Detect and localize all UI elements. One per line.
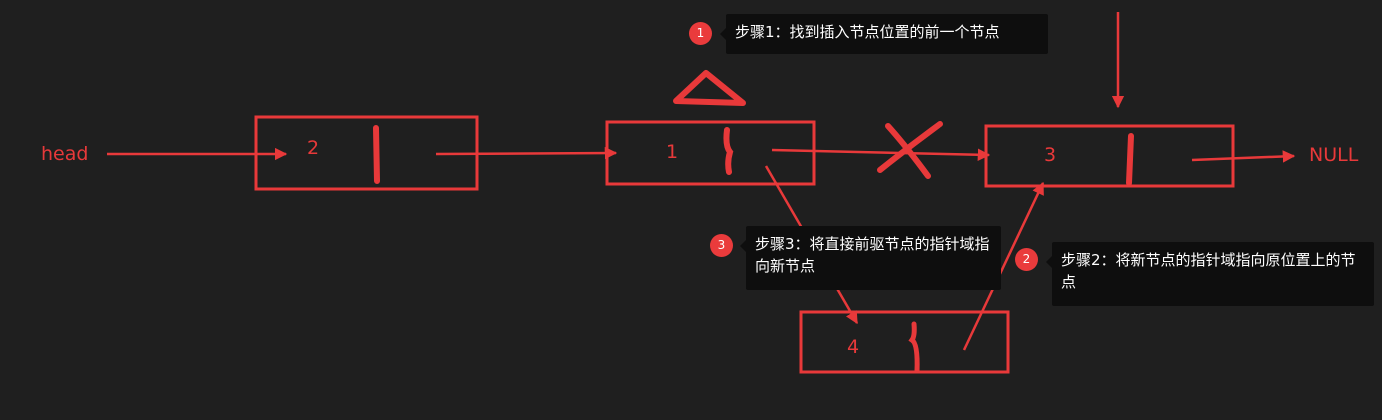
null-label: NULL [1309, 144, 1359, 166]
node-2-divider [373, 125, 380, 184]
step-2-note: 步骤2：将新节点的指针域指向原位置上的节点 [1046, 242, 1374, 306]
node-1-value: 1 [666, 141, 679, 163]
step-1-badge: 1 [689, 22, 712, 45]
step-3-badge: 3 [710, 234, 733, 257]
node-1-divider [723, 127, 734, 175]
step-3-note: 步骤3：将直接前驱节点的指针域指向新节点 [740, 226, 1001, 290]
node-4-value: 4 [847, 336, 860, 358]
arrow-node-1-to-node-3-removed [771, 148, 991, 161]
node-1-box [605, 120, 816, 186]
triangle-mark [673, 70, 746, 106]
node-2-value: 2 [307, 137, 320, 159]
node-3-box [984, 124, 1235, 188]
arrow-step-2-node-4-to-node-3 [962, 181, 1045, 351]
arrow-node-2-to-node-1 [435, 146, 618, 160]
node-3-divider [1126, 133, 1134, 186]
step-1-note: 步骤1：找到插入节点位置的前一个节点 [720, 14, 1048, 54]
node-4-box [799, 310, 1010, 374]
node-4-divider [908, 321, 920, 374]
step-2-badge: 2 [1015, 248, 1038, 271]
cross-mark [877, 121, 943, 179]
head-label: head [41, 143, 89, 165]
arrow-node-3-to-null [1191, 150, 1296, 163]
node-3-value: 3 [1044, 144, 1057, 166]
